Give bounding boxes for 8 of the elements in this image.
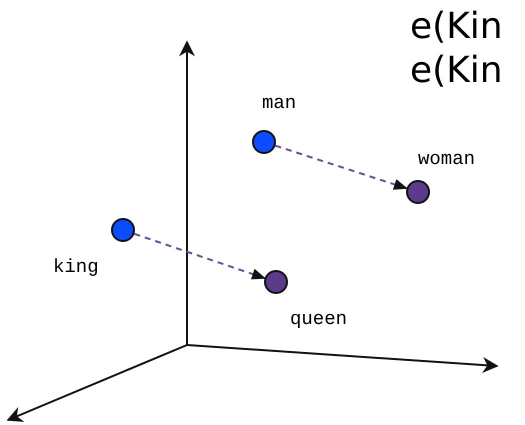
equation-text: e(Kin xyxy=(410,50,503,92)
word-label: woman xyxy=(418,148,476,170)
dashed-arrow xyxy=(275,144,408,190)
equation-text: e(Kin xyxy=(410,6,503,48)
word-label: king xyxy=(53,256,99,278)
word-label: queen xyxy=(290,308,348,330)
word-label: man xyxy=(262,92,296,114)
dashed-arrow xyxy=(134,232,266,280)
